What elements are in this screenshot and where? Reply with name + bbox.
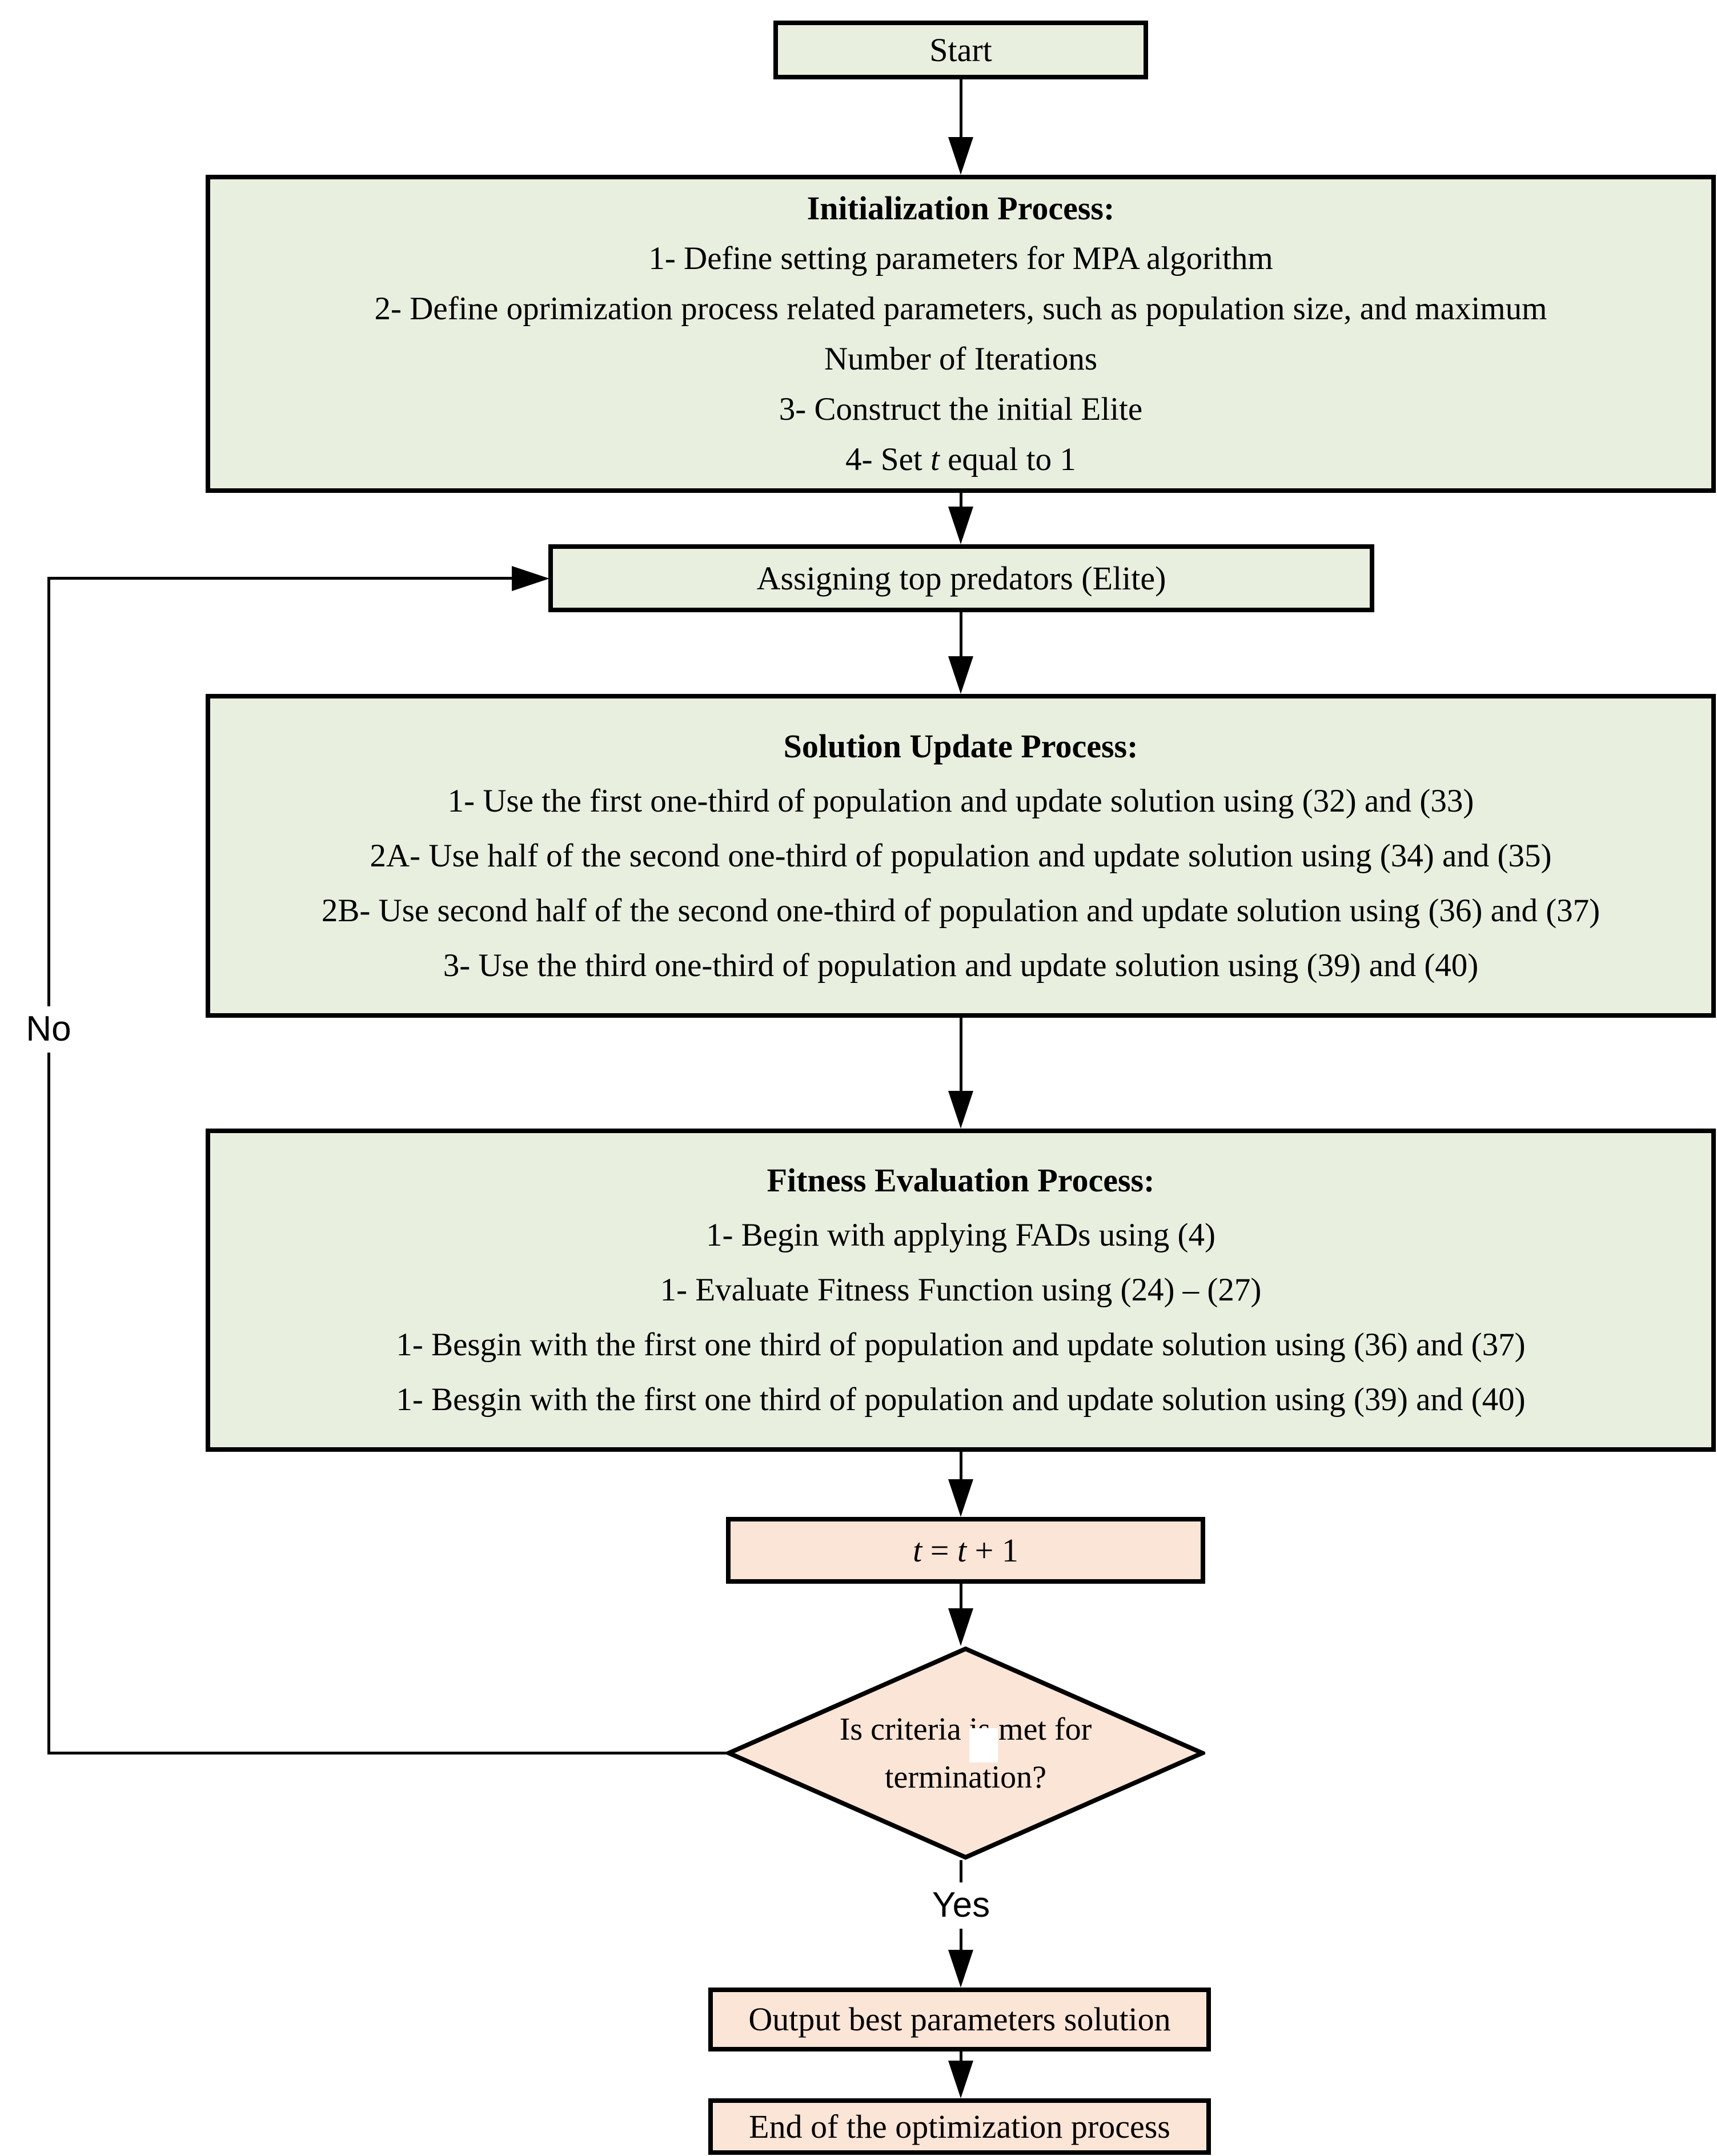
arrow-start-init-head [948, 137, 973, 175]
arrow-fitness-increment-shaft [960, 1452, 962, 1480]
white-artifact [969, 1728, 998, 1762]
fitness-evaluation-line: 1- Begin with applying FADs using (4) [706, 1217, 1215, 1253]
solution-update-line: 2B- Use second half of the second one-th… [321, 892, 1600, 929]
arrow-init-assign-shaft [960, 493, 962, 508]
decision-line1: Is criteria is met for [839, 1711, 1092, 1747]
arrow-assign-solution-shaft [960, 612, 962, 657]
initialization-line: 2- Define oprimization process related p… [374, 290, 1547, 327]
increment-t1: t [913, 1531, 922, 1569]
arrow-solution-fitness-head [948, 1091, 973, 1129]
initialization-line: 4- Set t equal to 1 [845, 435, 1076, 485]
fitness-evaluation-node: Fitness Evaluation Process: 1- Begin wit… [206, 1129, 1716, 1452]
increment-end: + 1 [966, 1531, 1018, 1569]
arrow-increment-decision-shaft [960, 1584, 962, 1609]
decision-line2: termination? [884, 1759, 1046, 1795]
solution-update-line: 1- Use the first one-third of population… [447, 782, 1474, 819]
set-t-pre: 4- Set [845, 441, 930, 477]
decision-label: Is criteria is met for termination? [726, 1646, 1205, 1860]
arrow-solution-fitness-shaft [960, 1018, 962, 1092]
increment-label: t = t + 1 [913, 1532, 1018, 1569]
arrow-increment-decision-head [948, 1608, 973, 1646]
fitness-evaluation-title: Fitness Evaluation Process: [767, 1162, 1155, 1199]
decision-diamond-shape [723, 1646, 1208, 1860]
solution-update-line: 3- Use the third one-third of population… [443, 947, 1479, 983]
initialization-line: Number of Iterations [824, 340, 1097, 377]
arrow-output-end-shaft [960, 2051, 962, 2064]
initialization-title: Initialization Process: [807, 189, 1115, 227]
solution-update-node: Solution Update Process: 1- Use the firs… [206, 694, 1716, 1018]
start-node: Start [773, 21, 1148, 79]
arrow-decision-output-head [948, 1950, 973, 1988]
no-label: No [14, 1006, 83, 1053]
set-t-post: equal to 1 [939, 441, 1076, 477]
arrow-fitness-increment-head [948, 1479, 973, 1517]
arrow-init-assign-head [948, 507, 973, 544]
assign-elite-node: Assigning top predators (Elite) [548, 544, 1374, 612]
solution-update-title: Solution Update Process: [783, 727, 1138, 765]
arrow-start-init-shaft [960, 79, 962, 138]
arrow-assign-solution-head [948, 656, 973, 694]
assign-elite-label: Assigning top predators (Elite) [756, 559, 1166, 597]
end-node: End of the optimization process [708, 2098, 1211, 2155]
initialization-line: 1- Define setting parameters for MPA alg… [648, 240, 1273, 276]
no-loop-bottom-line [49, 1752, 727, 1754]
initialization-line: 3- Construct the initial Elite [779, 391, 1143, 427]
initialization-node: Initialization Process: 1- Define settin… [206, 175, 1716, 493]
fitness-evaluation-line: 1- Besgin with the first one third of po… [396, 1327, 1526, 1363]
fitness-evaluation-line: 1- Besgin with the first one third of po… [396, 1382, 1526, 1418]
increment-node: t = t + 1 [726, 1517, 1205, 1584]
set-t-var: t [930, 441, 940, 477]
output-node: Output best parameters solution [708, 1988, 1211, 2051]
no-loop-top-line [47, 577, 513, 580]
no-loop-vertical-line [47, 577, 50, 1754]
increment-t2: t [957, 1531, 967, 1569]
end-label: End of the optimization process [749, 2107, 1170, 2145]
start-label: Start [929, 31, 992, 69]
yes-label: Yes [914, 1882, 1008, 1929]
arrow-output-end-head [948, 2061, 973, 2098]
fitness-evaluation-line: 1- Evaluate Fitness Function using (24) … [660, 1272, 1262, 1308]
solution-update-line: 2A- Use half of the second one-third of … [370, 837, 1552, 874]
decision-node [723, 1646, 1208, 1860]
output-label: Output best parameters solution [748, 2001, 1171, 2038]
no-loop-arrow-head [512, 566, 549, 591]
increment-mid: = [922, 1531, 957, 1569]
